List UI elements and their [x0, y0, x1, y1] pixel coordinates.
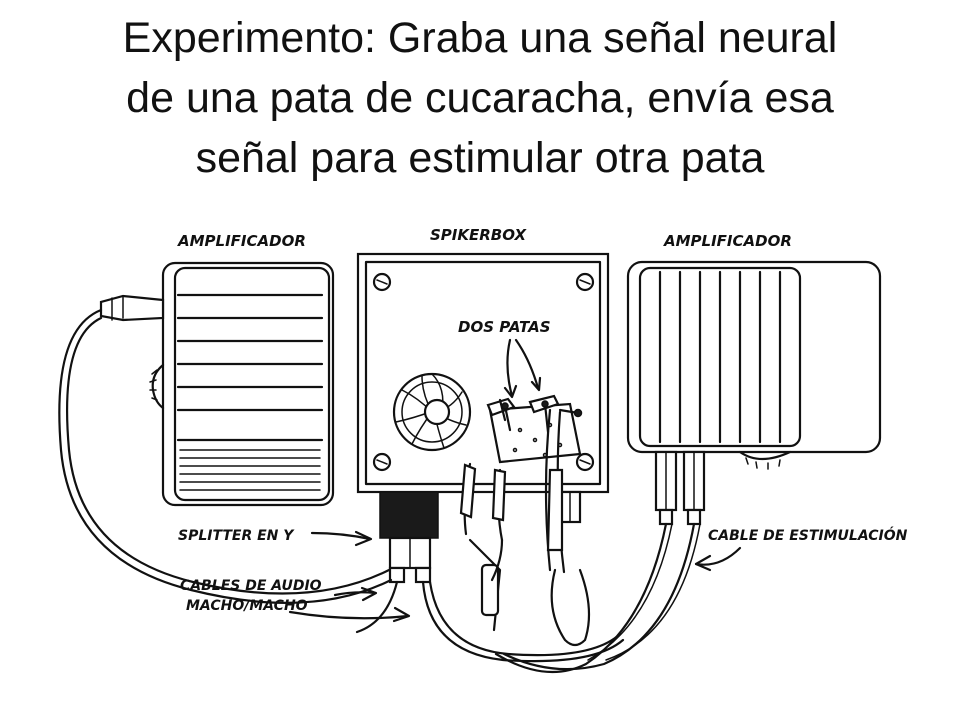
title-line-3: señal para estimular otra pata	[195, 134, 765, 182]
label-cables-audio-1: CABLES DE AUDIO	[180, 578, 322, 594]
label-amplifier-right: AMPLIFICADOR	[663, 232, 792, 250]
label-dos-patas: DOS PATAS	[458, 318, 551, 336]
spikerbox	[356, 252, 610, 647]
label-cables-audio-2: MACHO/MACHO	[186, 598, 308, 614]
label-spikerbox: SPIKERBOX	[430, 226, 527, 244]
annotation-arrows	[288, 530, 742, 623]
amplifier-right	[626, 260, 882, 526]
label-cable-estimulacion: CABLE DE ESTIMULACIÓN	[708, 526, 908, 544]
amplifier-left	[99, 261, 335, 507]
cables	[58, 308, 701, 674]
slide-title: Experimento: Graba una señal neural de u…	[0, 8, 960, 188]
label-amplifier-left: AMPLIFICADOR	[177, 232, 306, 250]
label-splitter: SPLITTER EN Y	[178, 528, 295, 544]
title-line-1: Experimento: Graba una señal neural	[122, 14, 838, 62]
title-line-2: de una pata de cucaracha, envía esa	[126, 74, 834, 122]
